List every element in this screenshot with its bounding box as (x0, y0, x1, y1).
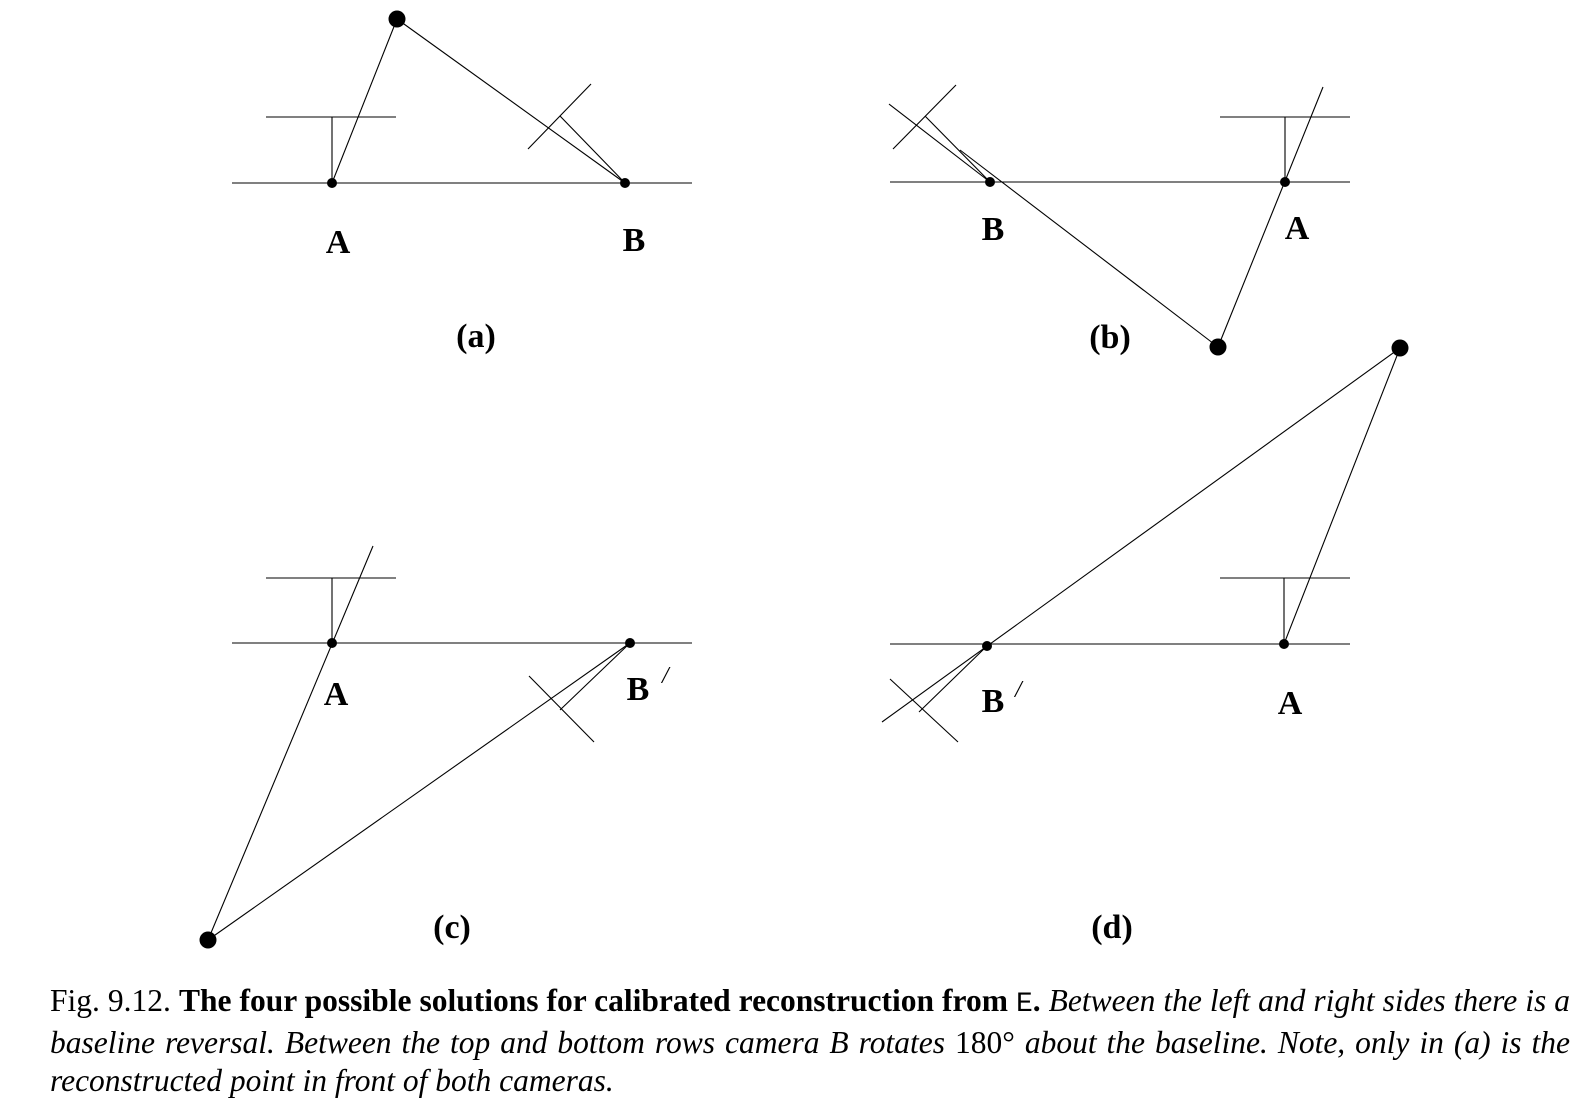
caption-title: The four possible solutions for calibrat… (178, 983, 1041, 1020)
ray-from-camera-b (959, 149, 1219, 348)
camera-label-right: B (627, 671, 650, 708)
camera-b-principal-axis (559, 115, 626, 184)
panel-b: B A (b) (888, 84, 1350, 356)
caption-body-start: Between the left and right sides there i… (50, 983, 1571, 1060)
caption-title-text: The four possible solutions for calibrat… (178, 983, 1008, 1018)
ray-from-camera-a (1217, 86, 1324, 348)
camera-b-principal-axis (918, 645, 988, 713)
camera-b-principal-axis (559, 642, 631, 711)
ray-from-camera-b (881, 347, 1401, 723)
camera-b-center (625, 638, 635, 648)
ray-from-camera-b (396, 18, 626, 184)
camera-b-center (982, 641, 992, 651)
panel-label: (c) (433, 909, 471, 946)
ray-from-camera-b (207, 642, 631, 941)
camera-b-center (985, 177, 995, 187)
caption-title-period: . (1032, 983, 1041, 1018)
essential-matrix-symbol: E (1015, 989, 1033, 1020)
camera-label-left: A (326, 224, 351, 261)
prime-mark: / (1013, 677, 1024, 703)
camera-label-right: B (623, 222, 646, 259)
camera-b-center (620, 178, 630, 188)
rotation-angle: 180° (954, 1025, 1015, 1060)
panel-label: (a) (456, 318, 496, 355)
camera-b-image-plane (889, 678, 959, 743)
camera-a-center (1279, 639, 1289, 649)
figure-caption: Fig. 9.12. The four possible solutions f… (50, 982, 1570, 1100)
camera-label-left: B (982, 683, 1005, 720)
camera-a-center (327, 178, 337, 188)
camera-b-extension (888, 103, 991, 183)
figure-number: Fig. 9.12. (50, 983, 171, 1018)
prime-mark: / (660, 663, 671, 689)
camera-label-left: A (324, 676, 349, 713)
camera-a-center (1280, 177, 1290, 187)
reconstructed-point (1391, 339, 1409, 357)
caption-body-end: about the baseline. Note, only in (a) is… (50, 1025, 1571, 1098)
panel-label: (d) (1091, 909, 1133, 946)
reconstructed-point (1209, 338, 1227, 356)
camera-b-principal-axis (924, 115, 991, 183)
panel-a: A B (a) (232, 10, 692, 355)
camera-a-center (327, 638, 337, 648)
camera-label-right: A (1285, 210, 1310, 247)
camera-label-right: A (1278, 685, 1303, 722)
reconstructed-point (388, 10, 406, 28)
panel-d: B / A (d) (881, 339, 1409, 946)
ray-from-camera-a (331, 18, 398, 184)
ray-from-camera-a (207, 545, 374, 941)
ray-from-camera-a (1283, 347, 1401, 645)
panel-label: (b) (1089, 319, 1131, 356)
camera-label-left: B (982, 211, 1005, 248)
reconstructed-point (199, 931, 217, 949)
panel-c: A B / (c) (199, 545, 692, 949)
camera-b-image-plane (527, 83, 592, 150)
camera-b-image-plane (892, 84, 957, 150)
